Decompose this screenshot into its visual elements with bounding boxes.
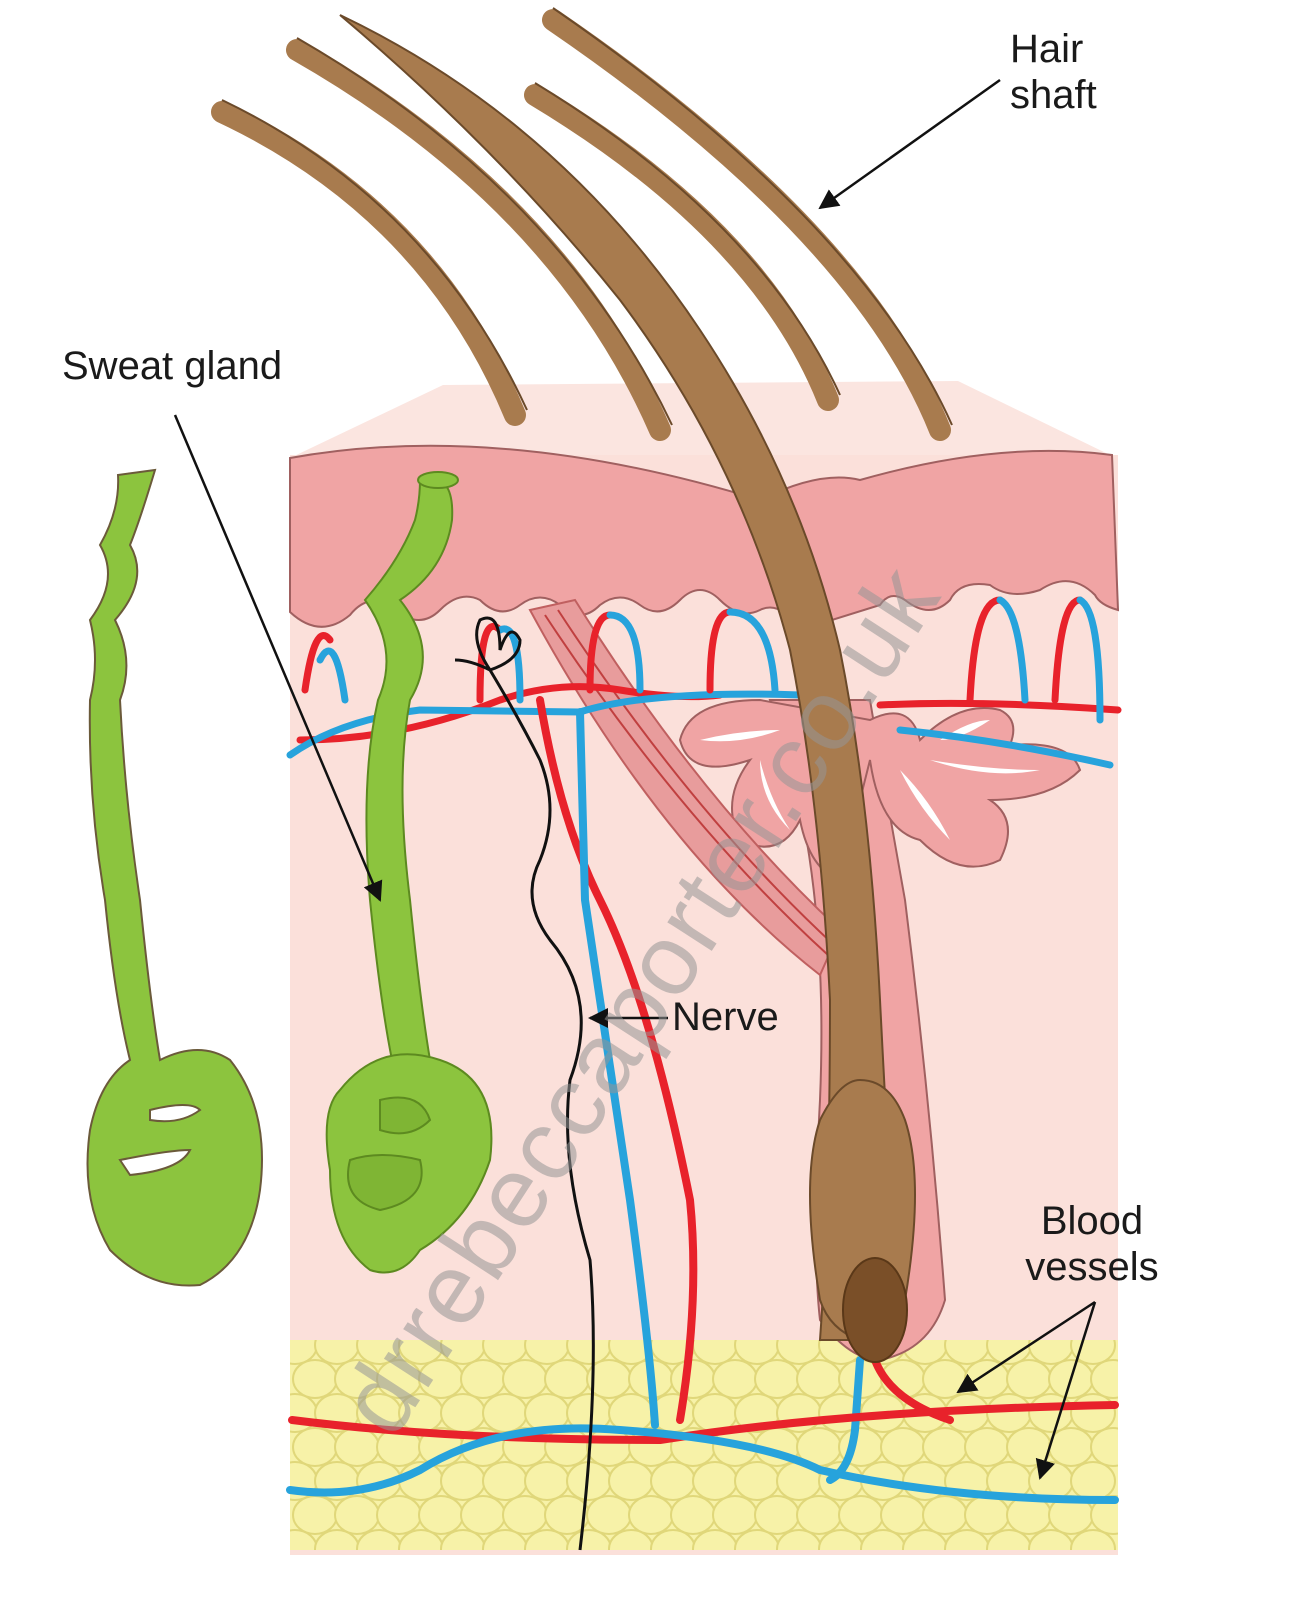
- fat-cell: [608, 1461, 654, 1501]
- fat-cell: [776, 1529, 822, 1550]
- fat-cell: [418, 1495, 464, 1535]
- label-blood-vessels-line1: Blood: [1040, 1199, 1144, 1243]
- fat-cell: [712, 1495, 758, 1535]
- fat-cell: [418, 1359, 464, 1399]
- fat-cell: [398, 1529, 444, 1550]
- fat-cell: [796, 1359, 842, 1399]
- fat-cell: [670, 1495, 716, 1535]
- fat-cell: [502, 1495, 548, 1535]
- fat-cell: [964, 1359, 1010, 1399]
- label-arrows: [173, 78, 1097, 1480]
- hair-shaft-arrow: [818, 78, 1001, 210]
- fat-cell: [986, 1529, 1032, 1550]
- fat-cell: [482, 1393, 528, 1433]
- fat-cell: [1006, 1359, 1052, 1399]
- fat-cell: [334, 1495, 380, 1535]
- label-blood-vessels-line2: vessels: [1025, 1245, 1159, 1289]
- fat-cell: [650, 1529, 696, 1550]
- fat-cell: [460, 1495, 506, 1535]
- deep-blood-vessels: [536, 696, 954, 1484]
- fat-cell: [356, 1529, 402, 1550]
- fat-cell: [314, 1529, 360, 1550]
- fat-cell: [754, 1495, 800, 1535]
- fat-cell: [290, 1529, 318, 1550]
- fat-cell: [964, 1495, 1010, 1535]
- fat-cell: [922, 1495, 968, 1535]
- sweat-gland-isolated: [86, 468, 263, 1287]
- label-nerve: Nerve: [672, 995, 779, 1039]
- fat-cell: [712, 1359, 758, 1399]
- fat-cell: [1028, 1529, 1074, 1550]
- fat-cell: [754, 1359, 800, 1399]
- fat-cell: [818, 1529, 864, 1550]
- blood-vessels-arrow-1: [956, 1300, 1096, 1394]
- fat-cell: [1090, 1359, 1118, 1399]
- fat-cell: [1070, 1393, 1116, 1433]
- fat-cell: [376, 1359, 422, 1399]
- fat-cell: [292, 1427, 338, 1467]
- fat-cell: [880, 1495, 926, 1535]
- fat-cell: [482, 1461, 528, 1501]
- fat-cell: [292, 1495, 338, 1535]
- fat-cell: [334, 1427, 380, 1467]
- blood-vessels-arrow-2: [1035, 1301, 1097, 1480]
- label-hair-shaft-line2: shaft: [1010, 73, 1097, 117]
- fat-cell: [860, 1529, 906, 1550]
- fat-cell: [692, 1529, 738, 1550]
- lower-vascular-plexus: [286, 1401, 1119, 1504]
- fat-cell: [922, 1427, 968, 1467]
- fat-cell: [650, 1461, 696, 1501]
- label-sweat-gland: Sweat gland: [62, 344, 283, 388]
- fat-cell: [1070, 1461, 1116, 1501]
- sweat-gland-arrow: [173, 414, 383, 902]
- fat-cell: [1048, 1427, 1094, 1467]
- fat-cell: [292, 1359, 338, 1399]
- fat-cell: [334, 1359, 380, 1399]
- fat-cell: [544, 1359, 590, 1399]
- label-hair-shaft: Hair shaft: [1010, 26, 1097, 118]
- fat-cell: [290, 1393, 318, 1433]
- fat-cell: [796, 1495, 842, 1535]
- fat-cell: [902, 1529, 948, 1550]
- fat-cell: [524, 1529, 570, 1550]
- fat-cell: [440, 1529, 486, 1550]
- fat-cell: [398, 1393, 444, 1433]
- fat-cell: [734, 1461, 780, 1501]
- fat-cell: [376, 1495, 422, 1535]
- fat-cell: [524, 1461, 570, 1501]
- fat-cell: [922, 1359, 968, 1399]
- fat-cell: [944, 1529, 990, 1550]
- fat-cell: [608, 1529, 654, 1550]
- hair-bulb-papilla: [842, 1257, 908, 1363]
- fat-cell: [986, 1393, 1032, 1433]
- fat-cell: [880, 1427, 926, 1467]
- fat-cell: [544, 1427, 590, 1467]
- label-hair-shaft-line1: Hair: [1010, 27, 1084, 71]
- fat-cell: [440, 1393, 486, 1433]
- label-blood-vessels: Blood vessels: [1012, 1198, 1172, 1290]
- fat-cell: [1090, 1427, 1118, 1467]
- fat-layer: [290, 1340, 1118, 1550]
- fat-cell: [734, 1529, 780, 1550]
- fat-cell: [566, 1529, 612, 1550]
- fat-cell: [670, 1359, 716, 1399]
- fat-cell: [440, 1461, 486, 1501]
- fat-cell: [502, 1359, 548, 1399]
- sebaceous-gland: [678, 698, 1082, 882]
- fat-cell: [1070, 1529, 1116, 1550]
- fat-cell: [692, 1461, 738, 1501]
- fat-cell: [1028, 1393, 1074, 1433]
- fat-cell: [628, 1495, 674, 1535]
- nerve: [454, 616, 595, 1551]
- fat-cell: [460, 1359, 506, 1399]
- fat-cell: [586, 1495, 632, 1535]
- fat-cell: [964, 1427, 1010, 1467]
- hair-shafts: [211, 9, 951, 441]
- sweat-gland-in-skin: [325, 471, 493, 1274]
- fat-cell: [482, 1529, 528, 1550]
- fat-cell: [838, 1495, 884, 1535]
